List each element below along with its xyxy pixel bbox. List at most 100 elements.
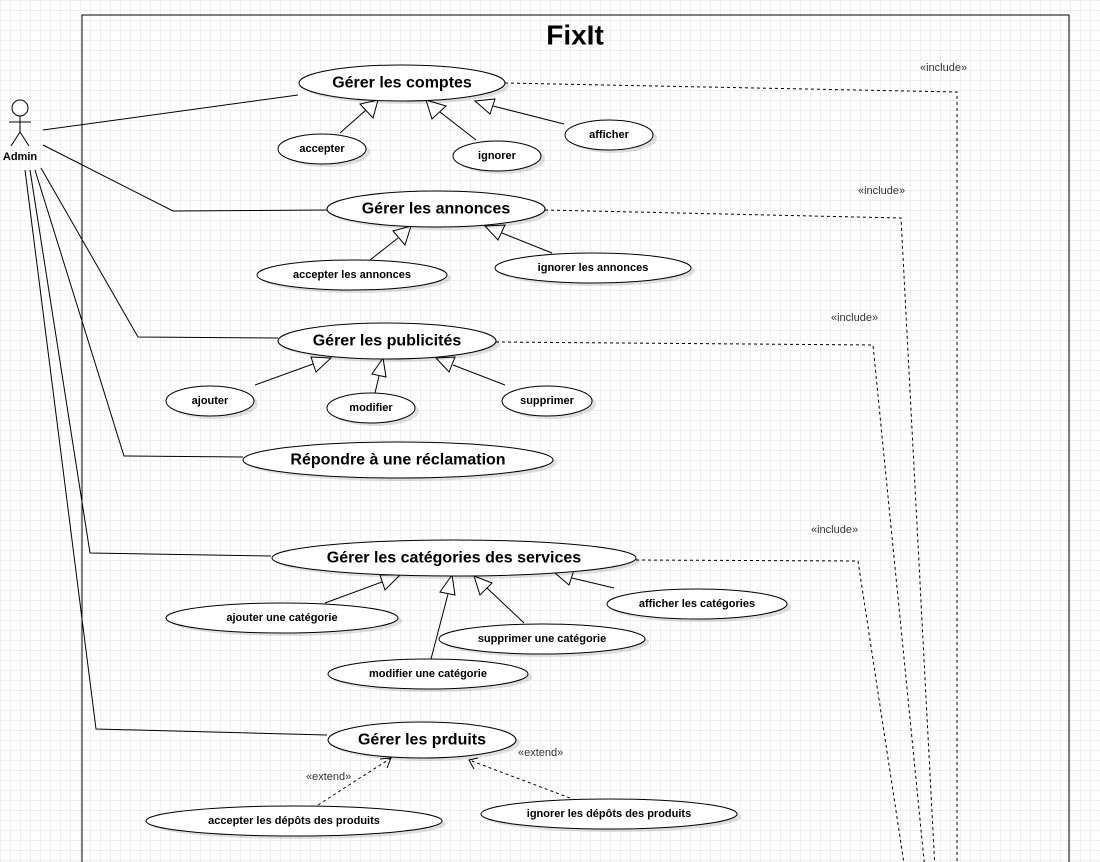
use-case-ellipse xyxy=(271,539,637,577)
include-line-publicites xyxy=(495,341,925,862)
use-case-supprimer[interactable]: supprimer xyxy=(501,385,596,419)
use-case-ellipse xyxy=(452,140,542,172)
gen-line xyxy=(486,587,525,624)
extend-label-accepter: «extend» xyxy=(306,771,351,783)
extend-relations: «extend» «extend» xyxy=(306,747,571,806)
gen-line xyxy=(374,375,380,394)
gen-line xyxy=(571,577,615,589)
use-case-gerer-les-produits[interactable]: Gérer les prduits xyxy=(327,721,520,761)
use-case-ellipse xyxy=(277,322,497,360)
use-case-gerer-les-categories[interactable]: Gérer les catégories des services xyxy=(271,539,640,579)
use-case-ignorer-les-annonces[interactable]: ignorer les annonces xyxy=(494,252,695,286)
include-label-comptes: «include» xyxy=(920,62,967,74)
use-case-afficher-les-categories[interactable]: afficher les catégories xyxy=(606,588,791,622)
use-case-label: afficher les catégories xyxy=(639,598,755,610)
use-case-accepter[interactable]: accepter xyxy=(277,133,370,167)
include-label-categories: «include» xyxy=(811,524,858,536)
use-case-ajouter[interactable]: ajouter xyxy=(165,385,258,419)
gen-line xyxy=(369,237,399,261)
use-case-ellipse xyxy=(298,64,506,102)
use-case-ellipse xyxy=(145,805,443,837)
use-case-ellipse xyxy=(480,798,738,830)
actor-leg-right xyxy=(19,131,30,147)
include-label-publicites: «include» xyxy=(831,312,878,324)
use-case-label: modifier une catégorie xyxy=(369,668,487,680)
include-line-categories xyxy=(635,559,905,862)
use-case-repondre-reclamation[interactable]: Répondre à une réclamation xyxy=(242,441,557,481)
system-title: FixIt xyxy=(546,20,604,51)
assoc-categories xyxy=(29,169,272,557)
gen-line xyxy=(324,581,383,604)
use-case-ellipse xyxy=(327,658,529,690)
gen-arrow xyxy=(392,225,412,247)
use-case-ellipse xyxy=(277,133,367,165)
use-case-ellipse xyxy=(606,588,788,620)
gen-line xyxy=(492,105,565,125)
use-case-gerer-les-publicites[interactable]: Gérer les publicités xyxy=(277,322,500,362)
assoc-reclamation xyxy=(34,169,244,458)
use-case-label: supprimer xyxy=(520,395,575,407)
use-case-ellipse xyxy=(438,623,646,655)
assoc-annonces xyxy=(42,144,328,212)
use-case-gerer-les-annonces[interactable]: Gérer les annonces xyxy=(326,190,549,230)
actor-head xyxy=(11,99,29,117)
generalizations xyxy=(254,98,615,660)
gen-arrow xyxy=(434,356,456,373)
use-case-label: Gérer les annonces xyxy=(362,201,511,218)
use-case-accepter-les-depots[interactable]: accepter les dépôts des produits xyxy=(145,805,446,839)
use-case-label: ajouter xyxy=(192,395,229,407)
use-case-gerer-les-comptes[interactable]: Gérer les comptes xyxy=(298,64,509,104)
use-case-ellipse xyxy=(242,441,554,479)
use-case-modifier-une-categorie[interactable]: modifier une catégorie xyxy=(327,658,532,692)
use-case-ignorer[interactable]: ignorer xyxy=(452,140,545,174)
assoc-produits xyxy=(24,169,328,736)
use-case-label: ignorer les dépôts des produits xyxy=(527,808,691,820)
gen-arrow xyxy=(425,99,447,120)
use-case-ajouter-une-categorie[interactable]: ajouter une catégorie xyxy=(165,602,402,636)
use-case-label: modifier xyxy=(349,402,393,414)
use-case-label: accepter les annonces xyxy=(293,269,411,281)
use-case-ellipse xyxy=(165,602,399,634)
use-case-label: Gérer les publicités xyxy=(313,333,462,350)
use-case-label: ignorer les annonces xyxy=(538,262,649,274)
use-case-label: Répondre à une réclamation xyxy=(290,452,505,469)
use-case-label: Gérer les catégories des services xyxy=(327,550,581,567)
extend-line-accepter xyxy=(317,757,392,806)
gen-line xyxy=(339,109,367,134)
actor-label: Admin xyxy=(3,151,38,163)
use-case-label: afficher xyxy=(589,129,629,141)
use-case-afficher[interactable]: afficher xyxy=(564,119,657,153)
extend-arrow-ignorer xyxy=(468,757,479,770)
use-case-modifier[interactable]: modifier xyxy=(326,392,419,426)
use-case-ellipse xyxy=(256,259,448,291)
use-case-ellipse xyxy=(326,392,416,424)
assoc-comptes xyxy=(42,94,299,131)
use-case-label: supprimer une catégorie xyxy=(478,633,606,645)
use-case-ignorer-les-depots[interactable]: ignorer les dépôts des produits xyxy=(480,798,741,832)
use-case-ellipse xyxy=(501,385,593,417)
use-case-ellipse xyxy=(564,119,654,151)
include-label-annonces: «include» xyxy=(858,185,905,197)
include-line-comptes xyxy=(504,82,958,862)
associations xyxy=(24,94,328,736)
use-case-ellipse xyxy=(165,385,255,417)
use-case-ellipse xyxy=(494,252,692,284)
gen-arrow xyxy=(359,99,379,119)
use-case-label: ajouter une catégorie xyxy=(226,612,337,624)
use-case-ellipse xyxy=(326,190,546,228)
gen-arrow xyxy=(473,575,493,596)
use-case-accepter-les-annonces[interactable]: accepter les annonces xyxy=(256,259,451,293)
gen-line xyxy=(501,232,553,254)
use-case-label: Gérer les comptes xyxy=(332,75,472,92)
use-case-label: accepter les dépôts des produits xyxy=(208,815,380,827)
gen-line xyxy=(439,111,477,141)
use-case-supprimer-une-categorie[interactable]: supprimer une catégorie xyxy=(438,623,649,657)
admin-actor[interactable]: Admin xyxy=(3,99,38,163)
gen-arrow xyxy=(371,356,387,378)
gen-arrow xyxy=(473,98,496,115)
gen-arrow xyxy=(439,573,456,596)
use-case-label: Gérer les prduits xyxy=(358,732,486,749)
extend-label-ignorer: «extend» xyxy=(518,747,563,759)
use-case-label: ignorer xyxy=(478,150,517,162)
